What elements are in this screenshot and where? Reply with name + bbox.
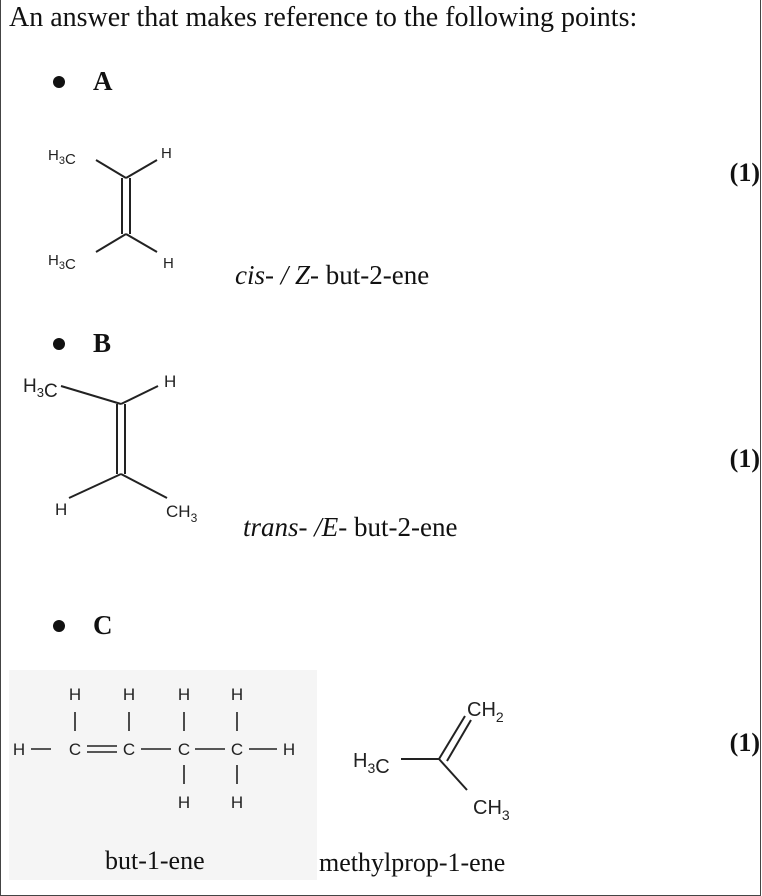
atom-label: H [13, 740, 25, 759]
atom-label: H3C [48, 252, 76, 273]
bullet-c-label: C [93, 610, 113, 640]
atom-label: CH3 [166, 502, 198, 525]
atom-label: C [231, 740, 243, 759]
bullet-dot-icon [53, 619, 65, 632]
atom-label: C [178, 740, 190, 759]
intro-text: An answer that makes reference to the fo… [9, 2, 638, 33]
atom-label: C [123, 740, 135, 759]
atom-label: H [283, 740, 295, 759]
atom-label: H3C [48, 147, 76, 168]
mark-c: (1) [729, 728, 760, 757]
atom-label: H [55, 500, 67, 519]
bullet-dot-icon [53, 75, 65, 88]
atom-label: H [231, 685, 243, 704]
atom-label: CH3 [473, 797, 510, 823]
atom-label: H [164, 372, 176, 391]
caption-a-rest: but-2-ene [319, 260, 430, 290]
caption-a: cis- / Z- but-2-ene [235, 260, 429, 291]
caption-b-italic: trans- /E- [243, 512, 348, 542]
mark-b: (1) [729, 444, 760, 473]
atom-label: H [123, 685, 135, 704]
cis-but-2-ene-structure: H3C H3C H H [48, 145, 174, 273]
atom-label: H [163, 255, 174, 272]
methylprop-1-ene-label: methylprop-1-ene [319, 848, 506, 877]
atom-label: H [178, 685, 190, 704]
methylprop-1-ene-skeletal-formula: H3C CH2 CH3 [353, 699, 510, 823]
atom-label: H [69, 685, 81, 704]
atom-label: H [161, 145, 172, 162]
bullet-b-label: B [93, 328, 112, 358]
bullet-a: A [53, 66, 113, 97]
but-1-ene-label: but-1-ene [105, 846, 205, 875]
atom-label: CH2 [467, 699, 504, 725]
atom-label: H [178, 793, 190, 812]
but-1-ene-displayed-formula: H H H H H C C C C H H H [13, 685, 295, 812]
atom-label: C [69, 740, 81, 759]
bullet-c: C [53, 610, 113, 641]
structure-panel [9, 670, 317, 880]
caption-b-rest: but-2-ene [347, 512, 458, 542]
atom-label: H3C [23, 376, 58, 402]
caption-a-italic: cis- / Z- [235, 260, 319, 290]
atom-label: H [231, 793, 243, 812]
bullet-a-label: A [93, 66, 113, 96]
bullet-dot-icon [53, 337, 65, 350]
bullet-b: B [53, 328, 111, 359]
trans-but-2-ene-structure: H3C H H CH3 [23, 372, 198, 525]
atom-label: H3C [353, 750, 390, 778]
caption-b: trans- /E- but-2-ene [243, 512, 457, 543]
mark-a: (1) [729, 158, 760, 187]
